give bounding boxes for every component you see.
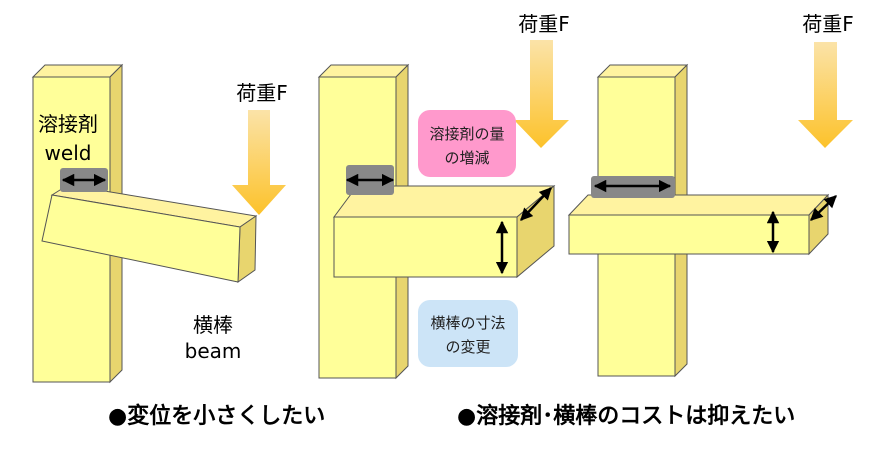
weld-note-line1: 溶接剤の量 [429, 125, 504, 143]
weld-amount-note: 溶接剤の量 の増減 [418, 110, 516, 177]
load-label: 荷重F [802, 12, 854, 36]
panel-3: 荷重F [567, 12, 854, 378]
load-arrow-icon [514, 40, 569, 148]
weld-label-ja: 溶接剤 [38, 112, 98, 136]
load-label: 荷重F [236, 81, 288, 105]
caption-reduce-cost: ●溶接剤･横棒のコストは抑えたい [457, 403, 795, 429]
beam-width-arrow-icon [810, 195, 837, 221]
load-label: 荷重F [518, 12, 570, 36]
beam-note-line2: の変更 [445, 338, 490, 356]
weld-label-en: weld [45, 141, 92, 165]
panel-1: 荷重F 溶接剤 weld 横棒 beam [31, 63, 288, 384]
horizontal-beam [333, 184, 556, 279]
deflected-beam [41, 184, 258, 283]
horizontal-beam [567, 193, 830, 256]
panel-2: 荷重F 溶接剤の量 の増減 横棒の寸法 の変更 [317, 12, 570, 380]
load-arrow-icon [798, 42, 853, 148]
beam-width-arrow-icon [520, 187, 552, 221]
load-arrow-icon [232, 110, 286, 215]
beam-dimension-note: 横棒の寸法 の変更 [418, 300, 518, 367]
beam-label-ja: 横棒 [193, 313, 233, 337]
caption-minimize-displacement: ●変位を小さくしたい [108, 403, 325, 429]
beam-note-line1: 横棒の寸法 [430, 314, 505, 332]
beam-label-en: beam [185, 339, 242, 363]
weld-note-line2: の増減 [444, 149, 489, 167]
